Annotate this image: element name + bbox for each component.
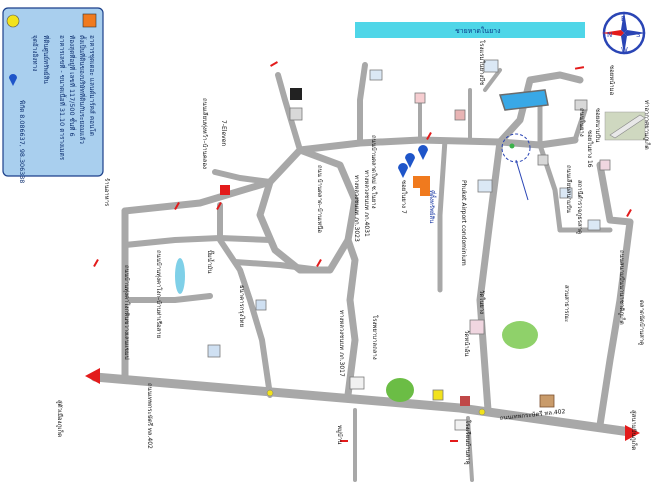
sea-strip [355,22,585,38]
label-police: สถานีตำรวจภูธรสาคู [576,180,584,234]
legend-line-3: ท้องสุดที่อยู่ที่ เลขที่ 117/500 ชั้นที่… [68,35,77,137]
compass-icon: N S E W [602,11,646,55]
label-road-center-bottom: ทางหลวงชนบท ภก.3017 [338,310,345,377]
label-soi-2: ซอยหน้ามอ [608,65,615,96]
pool-icon [498,89,549,111]
label-market: ตลาดนัดบ้านสาคู [638,300,645,345]
label-road-ring: ถนน บ้านตลาด–บ้านเหนือ [316,165,324,233]
park-icon [502,321,538,349]
label-hosp: โรงพยาบาลถลาง [371,315,379,360]
legend-line-4: อาคารเลขที่ - ขนาดเนื้อที่ 31.10 ตารางเม… [58,35,67,161]
label-hotel-1: โรงแรมในยางบีช [478,40,486,85]
label-nai-yang-road: ถนนในยาง [578,108,586,137]
label-to-airport: สู่สนามบินภูเก็ต [630,410,639,450]
label-road-center-mid: ทางหลวงชนบท ภก.4031 [363,170,370,237]
label-subject: ที่ตั้งทรัพย์สิน [428,190,438,223]
label-hotel-2: Phuket Airport condominium [460,180,467,266]
park-icon-2 [386,378,414,402]
compass-n: N [607,31,612,39]
legend-panel: อาคารชุดเดอะ แลนด์มาร์คส์ คอนโด ตั้งเป็น… [2,7,104,183]
forest-icon [175,258,185,294]
label-soi-3: ซอยในยาง 7 [400,180,408,214]
label-road-left-2: ถนนบ้านทุ่งคาโงก–บ้านท่าเรือสาย [155,250,163,338]
legend-line-5: พิกัด 8.086637, 98.306338 [18,100,26,183]
label-road-left-3: ถนนบ้านทุ่งคาโงกหินขวางเลนแขมป [123,265,131,360]
label-road-right-2: ถนนสนามบินนานาชาติภูเก็ต [618,250,627,325]
label-road-left-1: ถนนเลียบทุ่งหว้า–บ้านคลอง [201,98,209,169]
label-highway-402-west: ถนนเทพกระษัตรี ทล.402 [146,383,154,449]
sea-label: ชายหาดในยาง [455,26,501,35]
airplane-icon [604,111,646,141]
label-bank: ธนาคารกรุงไทย [238,285,246,327]
compass-s: S [636,31,641,39]
legend-line-2: ตั้งเป็นที่ดินของบริษัทที่ดินกับระยอมแล้… [78,35,87,144]
label-airport: ท่าอากาศยานภูเก็ต [643,100,652,150]
yellow-dot [478,408,486,416]
traffic-markers [93,61,632,442]
label-temple-2: วัดหน้าอ้น [463,330,470,356]
landmark-circle [501,133,531,163]
legend-line-1: อาคารชุดเดอะ แลนด์มาร์คส์ คอนโด [88,35,96,136]
compass-e: E [621,15,625,23]
label-village-1: หมู่บ้าน [336,425,343,444]
subject-marker [398,145,430,196]
label-soi-1: ซอยในยาง 16 [586,130,594,168]
label-road-right-3: ถนนเลียบสนามบิน [565,165,573,213]
legend-yellow-dot [6,14,20,28]
building-icons [207,59,611,431]
label-park: สวนสาธารณะ [563,285,570,322]
label-gas: ปั๊มน้ำมัน [206,250,216,273]
legend-blue-marker [9,74,17,86]
label-school-2: โรงเรียนบ้านสาคู [464,420,472,465]
label-shop-2: ร้านอาหาร [103,178,110,207]
label-shop-1: 7-Eleven [220,120,227,146]
legend-mark-subject: ที่ดินศูนย์ทรัพย์สิน [42,35,51,84]
label-road-center-top: ถนนบ้านตลาดใหม่ ซ.ในยาง [370,135,378,209]
label-school: วัดในยาง [478,290,486,314]
label-road-right-1: ซอยสนามบิน [594,108,601,142]
legend-orange-square [82,13,97,28]
compass-w: W [621,46,628,54]
label-road-center-low: ทางหลวงชนบท ภก.3023 [353,175,360,242]
arrow-east [625,425,640,441]
legend-mark-school: จุดอ้างอิงทาง [31,35,39,71]
label-to-phuket-town: สู่ตัวเมืองภูเก็ต [56,400,65,437]
road-network [90,62,635,482]
arrow-west [85,368,100,384]
